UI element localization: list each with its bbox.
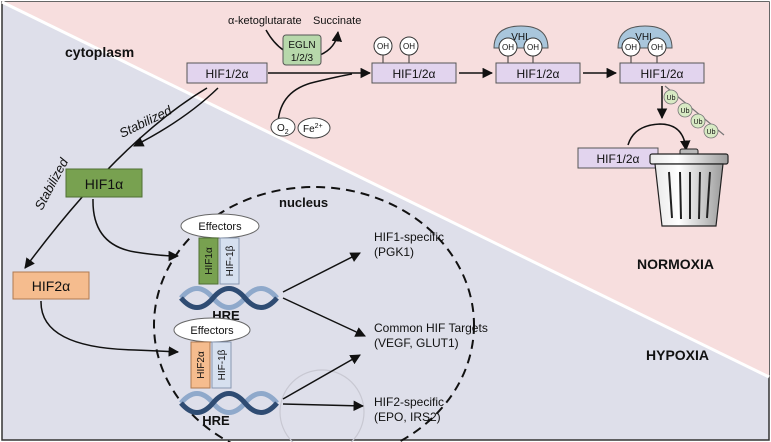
hif-initial-box <box>186 62 268 84</box>
hydroxyl-label: OH <box>527 43 539 52</box>
hif2a-label: HIF2α <box>32 278 70 294</box>
hif2a-translocation-arrow <box>40 300 180 357</box>
hif1a-subunit-label: HIF1α <box>204 247 215 275</box>
oxygen-label: O2 <box>277 123 289 136</box>
ubiquitin <box>690 113 706 129</box>
region-divider <box>1 0 770 379</box>
hypoxia-label: HYPOXIA <box>646 347 709 363</box>
ubiquitin <box>663 89 679 105</box>
stabilized-hif1-arrow <box>133 87 219 147</box>
hif2a-subunit-label: HIF2α <box>196 351 207 379</box>
nucleus-boundary <box>153 186 475 442</box>
cytoplasm-label: cytoplasm <box>65 44 134 60</box>
hif1-specific-arrow <box>282 252 361 293</box>
hif1b-subunit <box>219 237 240 285</box>
effectors-label: Effectors <box>190 325 234 337</box>
ubiquitin-label: Ub <box>707 129 716 136</box>
hif1b-subunit-label: HIF-1β <box>225 245 236 276</box>
oxygen-cofactor <box>270 117 296 137</box>
hydroxyl-group <box>647 37 667 57</box>
hydroxyl-label: OH <box>403 42 415 51</box>
hif1-common-arrow <box>282 297 366 337</box>
hydroxyl-group <box>621 37 641 57</box>
ubiquitin-label: Ub <box>681 108 690 115</box>
hif1a-subunit <box>198 237 219 285</box>
trash-bin-icon <box>649 148 729 227</box>
faint-circle <box>279 369 365 442</box>
hydroxyl-group <box>498 37 518 57</box>
egln-label-line1: EGLN <box>288 40 315 51</box>
hif1-targets-line2: (PGK1) <box>374 245 414 259</box>
hif1a-label: HIF1α <box>85 176 123 192</box>
hydroxyl-group <box>399 36 419 56</box>
hif1b-subunit-label: HIF-1β <box>217 349 228 380</box>
stabilized-hif2-arrow <box>24 87 208 269</box>
common-targets-line2: (VEGF, GLUT1) <box>374 336 459 350</box>
ubiquitin-label: Ub <box>667 95 676 102</box>
hif2a-subunit <box>190 341 211 389</box>
ubiquitin <box>703 123 719 139</box>
hif-ubiquitinated-box <box>619 62 705 84</box>
common-targets-line1: Common HIF Targets <box>374 321 488 335</box>
hydroxyl-label: OH <box>377 42 389 51</box>
hre-dna-helix <box>179 391 279 415</box>
ubiquitin-label: Ub <box>694 119 703 126</box>
hif1b-subunit <box>211 341 232 389</box>
ubiquitin <box>677 102 693 118</box>
hydroxyl-group <box>373 36 393 56</box>
hif1a-box <box>65 168 143 198</box>
effectors-label: Effectors <box>198 221 242 233</box>
hif1-targets-line1: HIF1-specific <box>374 230 444 244</box>
hif2a-box <box>12 271 90 300</box>
hif-ubiquitinated-label: HIF1/2α <box>641 67 684 81</box>
hydroxyl-group <box>523 37 543 57</box>
hif1a-translocation-arrow <box>92 198 180 262</box>
egln-label-line2: 1/2/3 <box>291 53 314 64</box>
hif-hydroxylated-box <box>371 62 457 84</box>
product-label: Succinate <box>313 15 361 27</box>
hif-vhl-bound-box <box>495 62 581 84</box>
proteasome-arrow <box>627 123 691 152</box>
hif2-specific-arrow <box>282 400 365 412</box>
normoxia-label: NORMOXIA <box>637 256 714 272</box>
vhl-label: VHL <box>511 32 531 43</box>
hif-degraded-label: HIF1/2α <box>597 152 640 166</box>
cofactor-arrow <box>277 73 353 124</box>
vhl-label: VHL <box>635 32 655 43</box>
hif2-targets-line1: HIF2-specific <box>374 395 444 409</box>
egln-enzyme-box <box>282 34 322 66</box>
hydroxyl-label: OH <box>502 43 514 52</box>
hre-label: HRE <box>202 413 230 428</box>
iron-label: Fe2+ <box>303 123 323 135</box>
hydroxyl-label: OH <box>625 43 637 52</box>
substrate-label: α-ketoglutarate <box>228 15 302 27</box>
hif-vhl-bound-label: HIF1/2α <box>517 67 560 81</box>
nucleus-label: nucleus <box>279 195 328 210</box>
hif2-targets-line2: (EPO, IRS2) <box>374 410 441 424</box>
iron-cofactor <box>297 117 331 139</box>
hif2-common-arrow <box>282 354 361 400</box>
hif-hydroxylated-label: HIF1/2α <box>393 67 436 81</box>
hre-dna-helix <box>179 286 279 310</box>
hydroxyl-label: OH <box>651 43 663 52</box>
hif-initial-label: HIF1/2α <box>206 67 249 81</box>
